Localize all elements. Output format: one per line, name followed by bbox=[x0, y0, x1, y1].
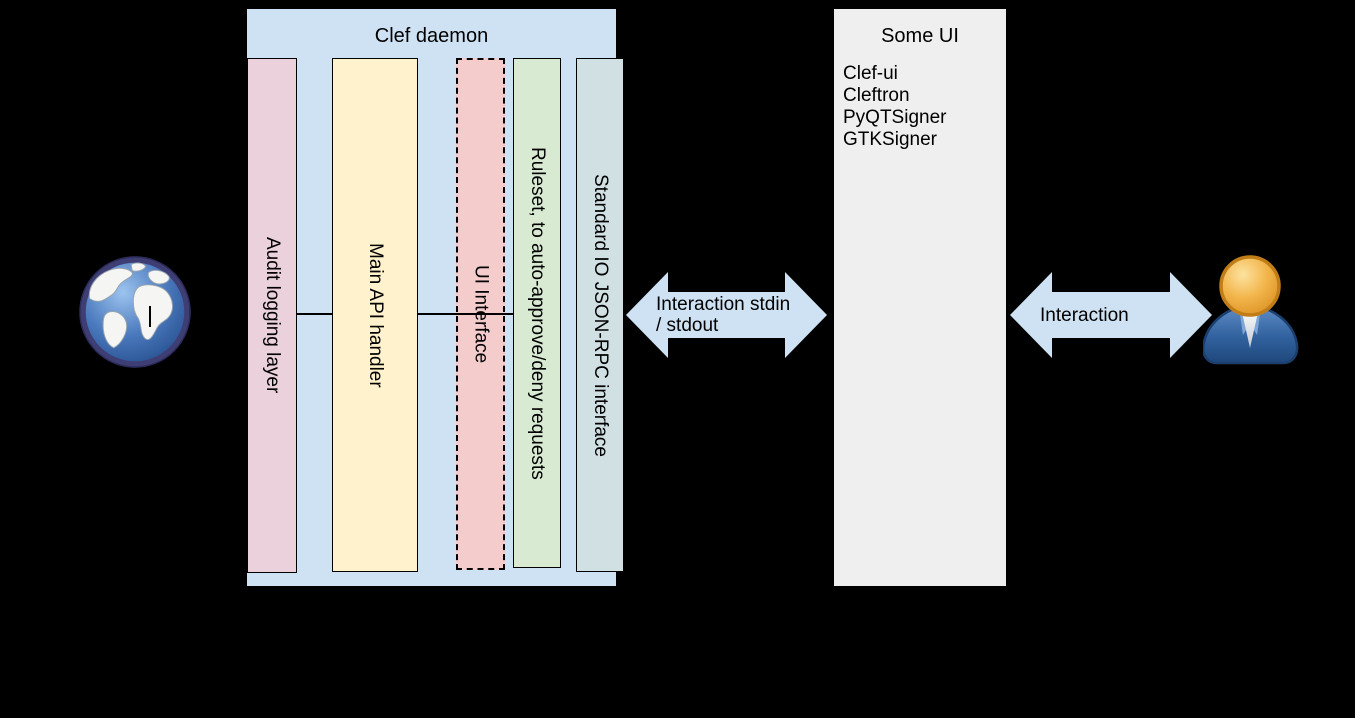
some-ui-box: Some UI Clef-ui Cleftron PyQTSigner GTKS… bbox=[833, 8, 1007, 587]
some-ui-list: Clef-ui Cleftron PyQTSigner GTKSigner bbox=[843, 63, 946, 151]
arrow-clef-to-ui: Interaction stdin / stdout bbox=[626, 272, 827, 358]
bar-ruleset: Ruleset, to auto-approve/deny requests bbox=[513, 58, 561, 568]
some-ui-title: Some UI bbox=[881, 25, 959, 47]
clef-daemon-box: Clef daemon bbox=[246, 8, 617, 587]
ui-implementation-item: PyQTSigner bbox=[843, 107, 947, 128]
ui-implementation-item: Clef-ui bbox=[843, 63, 898, 84]
arrow-ui-to-user: Interaction bbox=[1010, 272, 1212, 358]
clef-daemon-title: Clef daemon bbox=[374, 25, 489, 47]
double-arrow-shape bbox=[1010, 272, 1212, 358]
connector-audit-to-api bbox=[297, 313, 332, 315]
bar-main-api-handler-label: Main API handler bbox=[365, 242, 386, 388]
arrow-clef-to-ui-label: Interaction stdin / stdout bbox=[656, 294, 791, 336]
connector-api-to-ruleset bbox=[418, 313, 513, 315]
bar-audit-logging-layer-label: Audit logging layer bbox=[262, 237, 283, 394]
bar-ruleset-label: Ruleset, to auto-approve/deny requests bbox=[527, 146, 548, 480]
ui-implementation-item: GTKSigner bbox=[843, 129, 937, 150]
double-arrow-shape bbox=[626, 272, 827, 358]
bar-main-api-handler: Main API handler bbox=[332, 58, 418, 572]
bar-audit-logging-layer: Audit logging layer bbox=[247, 58, 297, 573]
user-icon bbox=[1203, 255, 1299, 365]
ui-implementation-item: Cleftron bbox=[843, 85, 910, 106]
bar-stdio-json-rpc-interface-label: Standard IO JSON-RPC interface bbox=[590, 173, 611, 457]
arrow-ui-to-user-label: Interaction bbox=[1040, 304, 1129, 326]
bar-stdio-json-rpc-interface: Standard IO JSON-RPC interface bbox=[576, 58, 624, 572]
globe-icon bbox=[79, 256, 191, 368]
stray-connector-line bbox=[149, 306, 151, 327]
